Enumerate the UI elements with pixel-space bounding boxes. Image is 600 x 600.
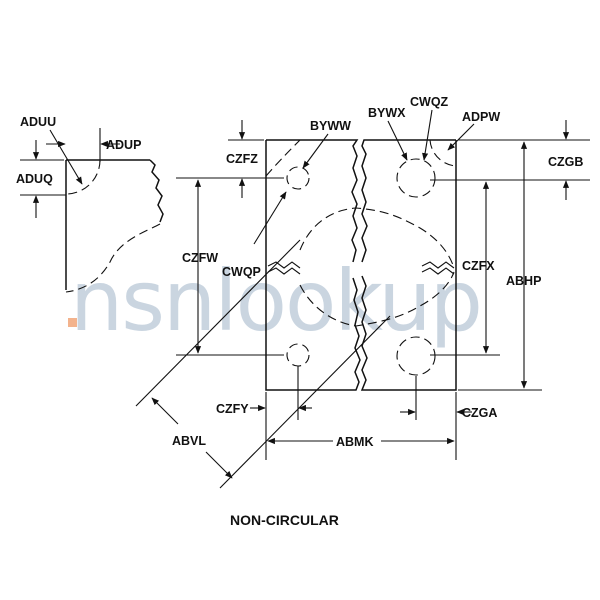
left-break-top [267,261,301,269]
label-czfw: CZFW [182,251,218,265]
watermark-accent [68,318,77,327]
corner-arc [65,159,101,195]
label-abhp: ABHP [506,274,541,288]
left-break-bottom [267,267,301,275]
left-top-arc [265,139,301,177]
abvl-ext-1 [135,239,301,407]
byww-leader [302,133,329,169]
hole-right-bottom [396,336,436,376]
bottom-dimensions: CZFY CZGA ABMK [216,366,497,460]
abvl-ext-2 [219,315,391,489]
right-half-outline [360,139,457,391]
label-adup: ADUP [106,138,141,152]
adpw-leader [447,123,475,151]
right-top-arc [429,139,457,167]
cwqp-leader [253,191,287,245]
label-cwqp: CWQP [222,265,261,279]
label-abvl: ABVL [172,434,206,448]
label-czfx: CZFX [462,259,495,273]
right-break-bottom [421,267,455,275]
watermark-text: nsnlookup [70,252,481,350]
split-plate [265,139,457,391]
hole-left-top [286,166,310,190]
label-cwqz: CWQZ [410,95,449,109]
label-czfz: CZFZ [226,152,258,166]
left-dimensions: CZFZ CZFW CWQP ABVL [135,120,391,489]
corner-detail-outline [65,159,164,290]
right-dimensions: CZGB CZFX ABHP [430,120,590,391]
label-czfy: CZFY [216,402,249,416]
aduu-leader [49,129,83,185]
label-czga: CZGA [462,406,497,420]
top-callouts: BYWW BYWX CWQZ ADPW [302,95,500,169]
label-abmk: ABMK [336,435,374,449]
label-aduq: ADUQ [16,172,53,186]
label-aduu: ADUU [20,115,56,129]
label-byww: BYWW [310,119,351,133]
corner-cutout-edge [65,223,161,293]
watermark: nsnlookup [68,252,483,350]
diagram-title: NON-CIRCULAR [230,512,339,528]
abmk-label-bg [333,432,381,448]
hole-right-top [396,158,436,198]
abvl-arrow-1 [151,397,179,425]
bywx-leader [387,120,408,161]
corner-detail: ADUU ADUP ADUQ [16,115,164,293]
label-adpw: ADPW [462,110,500,124]
label-bywx: BYWX [368,106,406,120]
right-break-top [421,261,455,269]
left-half-outline [265,139,361,391]
label-czgb: CZGB [548,155,583,169]
cwqz-leader [422,109,433,161]
abvl-arrow-2 [205,451,233,479]
